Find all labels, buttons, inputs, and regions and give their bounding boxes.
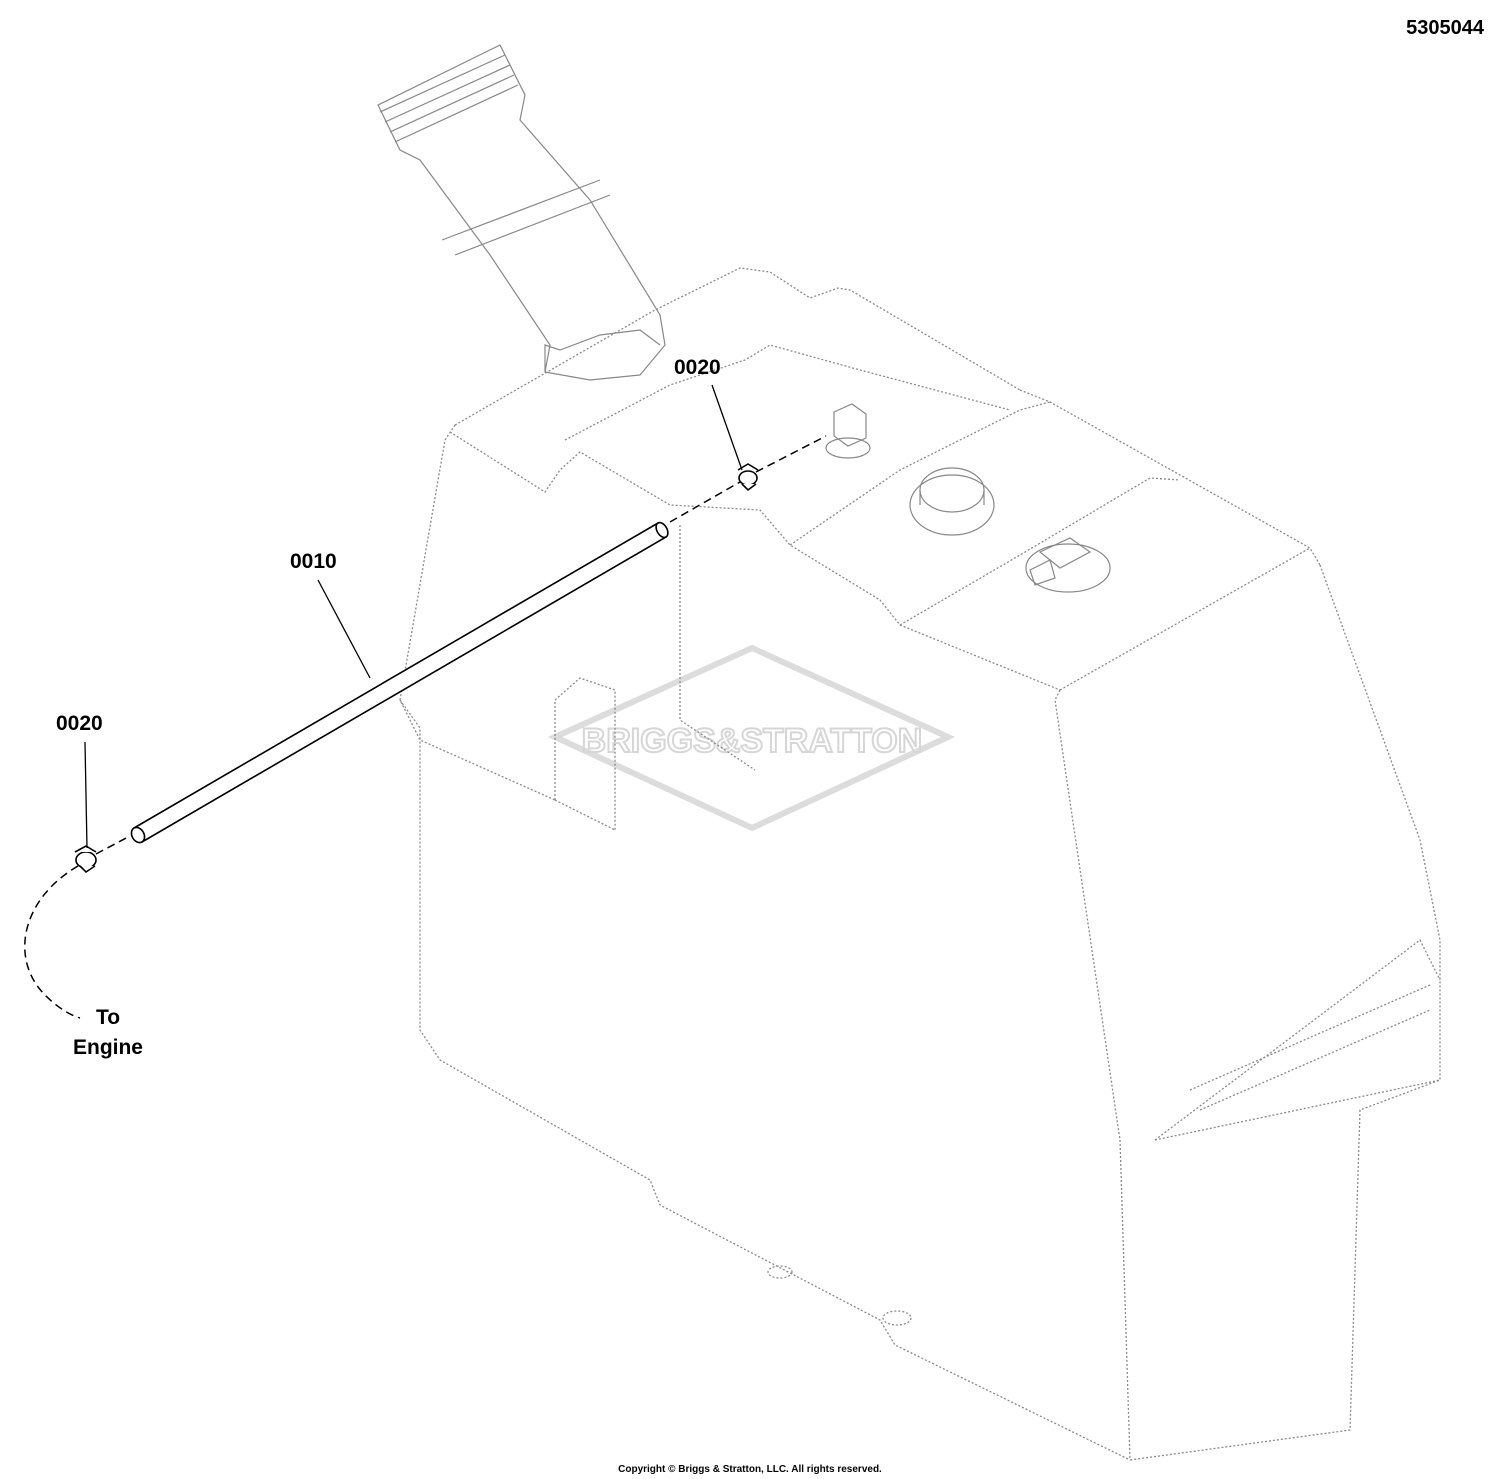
filler-neck bbox=[377, 44, 666, 381]
fuel-hose bbox=[130, 521, 669, 844]
leader-clamp-left bbox=[84, 741, 88, 849]
copyright-notice: Copyright © Briggs & Stratton, LLC. All … bbox=[618, 1464, 882, 1475]
route-to-clamp-left bbox=[95, 835, 131, 855]
leader-hose bbox=[317, 579, 371, 679]
watermark-text: BRIGGS&STRATTON bbox=[582, 722, 923, 760]
callout-clamp-left: 0020 bbox=[56, 712, 103, 735]
callout-clamp-top: 0020 bbox=[674, 356, 721, 379]
route-label-line1: To bbox=[96, 1006, 120, 1029]
fuel-tank bbox=[399, 267, 1441, 1461]
fuel-outlet-fitting bbox=[1025, 537, 1111, 593]
brand-watermark: BRIGGS&STRATTON bbox=[547, 644, 956, 832]
document-number: 5305044 bbox=[1406, 17, 1485, 39]
route-to-engine bbox=[24, 865, 81, 1019]
fuel-cap bbox=[909, 467, 995, 536]
callout-hose: 0010 bbox=[290, 550, 337, 573]
leader-clamp-top bbox=[711, 384, 743, 471]
route-to-vent bbox=[669, 435, 827, 523]
vent-fitting bbox=[825, 403, 871, 459]
route-label-line2: Engine bbox=[73, 1036, 143, 1059]
hose-clamp-left bbox=[74, 845, 97, 874]
